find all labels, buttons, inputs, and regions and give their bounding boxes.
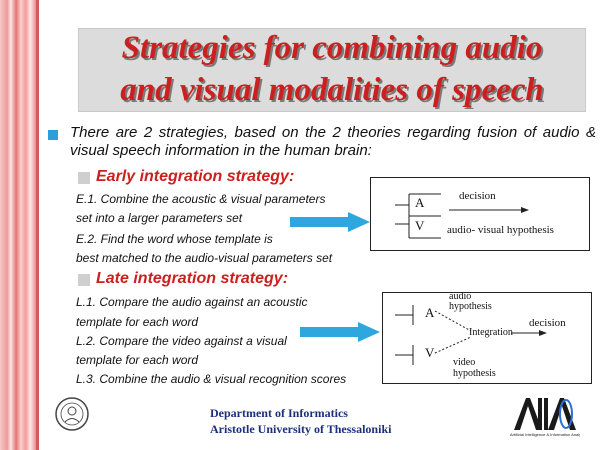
slide-title-line-1: Strategies for combining audio: [121, 30, 543, 66]
diagram-label: hypothesis: [449, 301, 492, 312]
diagram-label: hypothesis: [453, 368, 496, 379]
title-banner: Strategies for combining audio and visua…: [78, 28, 586, 112]
late-item: L.3. Combine the audio & visual recognit…: [76, 372, 347, 386]
late-integration-diagram: A V audio hypothesis Integration decisio…: [382, 291, 592, 384]
sub-bullet-icon: [78, 172, 90, 184]
bullet-icon: [48, 130, 58, 140]
diagram-label: Integration: [469, 327, 513, 338]
right-arrow-icon: [300, 322, 380, 342]
intro-text: There are 2 strategies, based on the 2 t…: [70, 124, 596, 159]
late-item: template for each word: [76, 315, 199, 329]
footer-university: Aristotle University of Thessaloniki: [210, 422, 392, 436]
diagram-label: A: [425, 305, 435, 320]
early-item: E.1. Combine the acoustic & visual param…: [76, 192, 326, 206]
diagram-label: V: [415, 218, 425, 233]
right-arrow-icon: [290, 212, 370, 232]
early-heading: Early integration strategy:: [96, 168, 295, 185]
late-item: template for each word: [76, 353, 199, 367]
diagram-label: decision: [529, 317, 566, 329]
slide-title-line-2: and visual modalities of speech: [120, 72, 544, 108]
diagram-label: video: [453, 357, 476, 368]
early-item: best matched to the audio-visual paramet…: [76, 251, 333, 265]
diagram-label: A: [415, 195, 425, 210]
decorative-side-bar: [0, 0, 39, 450]
aiia-logo-icon: [514, 398, 576, 430]
early-integration-diagram: A V decision audio- visual hypothesis: [370, 177, 590, 251]
sub-bullet-icon: [78, 274, 90, 286]
late-item: L.2. Compare the video against a visual: [76, 334, 287, 348]
late-item: L.1. Compare the audio against an acoust…: [76, 295, 308, 309]
late-heading: Late integration strategy:: [96, 270, 289, 287]
early-item: set into a larger parameters set: [76, 211, 243, 225]
diagram-label: audio: [449, 291, 472, 302]
early-item: E.2. Find the word whose template is: [76, 232, 273, 246]
aiia-logo: Artificial Intelligence & Information An…: [508, 392, 580, 447]
aiia-logo-caption: Artificial Intelligence & Information An…: [510, 432, 580, 437]
diagram-label: decision: [459, 190, 496, 202]
diagram-label: audio- visual hypothesis: [447, 224, 554, 236]
university-seal-icon: [55, 397, 89, 431]
diagram-label: V: [425, 345, 435, 360]
footer-department: Department of Informatics: [210, 406, 348, 420]
